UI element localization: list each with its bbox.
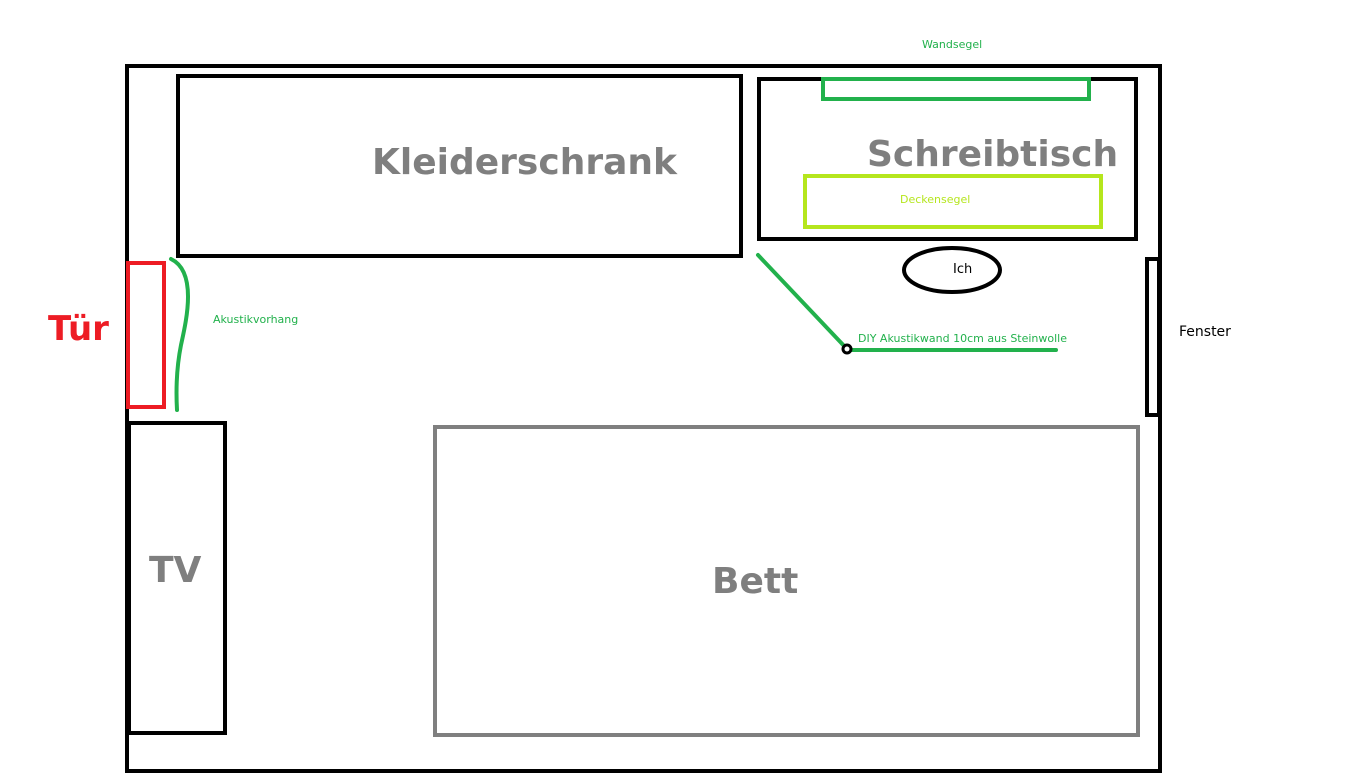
tv-box (127, 421, 227, 735)
tuer-box (126, 261, 166, 409)
fenster-label: Fenster (1179, 324, 1231, 340)
fenster-box (1145, 257, 1161, 417)
ich-label: Ich (953, 262, 973, 277)
wandsegel-panel (821, 77, 1091, 101)
akustikwand-diagonal (756, 253, 849, 351)
tuer-label: Tür (48, 309, 109, 349)
akustikvorhang-label: Akustikvorhang (213, 313, 299, 326)
room-walls (125, 64, 1162, 773)
akustikvorhang-curve (169, 257, 190, 412)
schreibtisch-label: Schreibtisch (867, 134, 1119, 175)
ich-ellipse (902, 246, 1002, 294)
wandsegel-label: Wandsegel (922, 38, 983, 51)
bett-box (433, 425, 1140, 737)
deckensegel-panel (803, 174, 1103, 229)
akustikwand-joint (841, 343, 853, 355)
kleiderschrank-label: Kleiderschrank (372, 142, 677, 183)
deckensegel-label: Deckensegel (900, 193, 971, 206)
kleiderschrank-box (176, 74, 743, 258)
akustikwand-label: DIY Akustikwand 10cm aus Steinwolle (858, 332, 1068, 345)
bett-label: Bett (712, 561, 799, 602)
tv-label: TV (149, 550, 202, 591)
